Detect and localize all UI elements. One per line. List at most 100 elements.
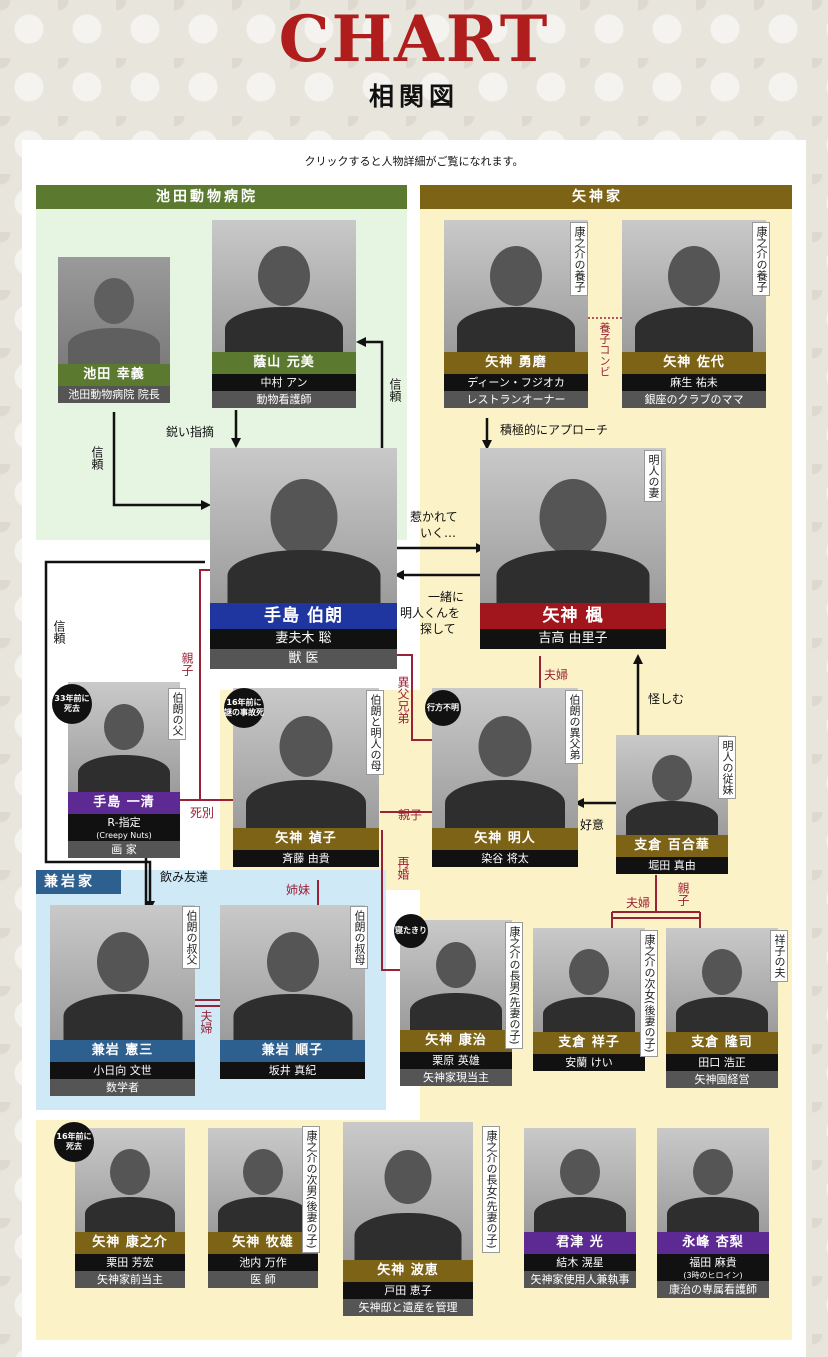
rel-koui: 好意	[580, 818, 605, 832]
region-ikeda-header: 池田動物病院	[36, 185, 407, 209]
person-badge-konosuke: 16年前に死去	[54, 1122, 94, 1162]
person-role: 画 家	[68, 841, 180, 858]
person-card-takashi[interactable]: 支倉 隆司田口 浩正矢神園経営	[666, 928, 778, 1088]
person-role: レストランオーナー	[444, 391, 588, 408]
person-photo	[50, 905, 195, 1040]
person-name: 支倉 百合華	[616, 835, 728, 857]
person-head-silhouette	[96, 932, 149, 992]
rel-hikarete-2: いく…	[420, 526, 457, 540]
person-body-silhouette	[626, 801, 718, 835]
person-body-silhouette	[676, 997, 768, 1032]
rel-oyako-2: 親子	[398, 808, 423, 822]
person-role: 矢神邸と遺産を管理	[343, 1299, 473, 1316]
person-head-silhouette	[94, 278, 134, 324]
person-head-silhouette	[270, 479, 337, 556]
person-card-namie[interactable]: 矢神 波恵戸田 恵子矢神邸と遺産を管理	[343, 1122, 473, 1316]
person-head-silhouette	[569, 949, 609, 995]
person-tag-takashi: 祥子の夫	[770, 930, 788, 982]
person-card-makio[interactable]: 矢神 牧雄池内 万作医 師	[208, 1128, 318, 1288]
rel-saikon: 再婚	[396, 856, 410, 880]
person-body-silhouette	[534, 1197, 626, 1232]
person-card-kenzo[interactable]: 兼岩 憲三小日向 文世数学者	[50, 905, 195, 1096]
person-role: 動物看護師	[212, 391, 356, 408]
person-tag-sayo: 康之介の養子	[752, 222, 770, 296]
rel-oyako-1: 親子	[180, 652, 194, 676]
person-tag-issei: 伯朗の父	[168, 688, 186, 740]
person-card-konosuke[interactable]: 矢神 康之介栗田 芳宏矢神家前当主	[75, 1128, 185, 1288]
person-actor-name: R-指定	[107, 816, 141, 829]
person-card-yurika[interactable]: 支倉 百合華堀田 真由	[616, 735, 728, 874]
person-card-kageyama[interactable]: 蔭山 元美中村 アン動物看護師	[212, 220, 356, 408]
rel-fufu-2: 夫婦	[626, 896, 651, 910]
rel-issho-1: 一緒に	[428, 590, 465, 604]
person-body-silhouette	[85, 1197, 175, 1232]
person-tag-akito: 伯朗の異父弟	[565, 690, 583, 764]
person-body-silhouette	[543, 997, 635, 1032]
rel-ayashimu: 怪しむ	[648, 692, 685, 706]
person-name: 池田 幸義	[58, 364, 170, 386]
rel-fufu-3: 夫婦	[199, 1010, 213, 1034]
person-card-ikeda[interactable]: 池田 幸義池田動物病院 院長	[58, 257, 170, 403]
person-role: 矢神園経営	[666, 1071, 778, 1088]
person-card-hikaru[interactable]: 君津 光結木 滉星矢神家使用人兼執事	[524, 1128, 636, 1288]
person-head-silhouette	[560, 1149, 600, 1195]
page-subtitle: 相関図	[368, 82, 459, 111]
person-name: 矢神 楓	[480, 603, 666, 629]
person-head-silhouette	[104, 704, 144, 750]
person-role: 医 師	[208, 1271, 318, 1288]
rel-ifu: 異父兄弟	[396, 676, 410, 724]
person-tag-kaede: 明人の妻	[644, 450, 662, 502]
person-actor: 坂井 真紀	[220, 1062, 365, 1079]
person-body-silhouette	[496, 550, 650, 603]
click-note: クリックすると人物詳細がご覧になれます。	[304, 155, 524, 168]
person-name: 手島 伯朗	[210, 603, 397, 629]
person-actor-note: (Creepy Nuts)	[96, 831, 152, 840]
person-photo	[524, 1128, 636, 1232]
person-tag-makio: 康之介の次男(後妻の子)	[302, 1126, 320, 1253]
person-head-silhouette	[436, 942, 476, 988]
person-card-sayo[interactable]: 矢神 佐代麻生 祐未銀座のクラブのママ	[622, 220, 766, 408]
person-card-teshima[interactable]: 手島 伯朗妻夫木 聡獣 医	[210, 448, 397, 669]
person-name: 矢神 禎子	[233, 828, 379, 850]
rel-yoshi: 養子コンビ	[598, 322, 611, 377]
person-card-karin[interactable]: 永峰 杏梨福田 麻貴(3時のヒロイン)康治の専属看護師	[657, 1128, 769, 1298]
rel-shibetsu: 死別	[190, 806, 215, 820]
person-tag-yuma: 康之介の養子	[570, 222, 588, 296]
person-card-junko[interactable]: 兼岩 順子坂井 真紀	[220, 905, 365, 1079]
person-card-yuma[interactable]: 矢神 勇磨ディーン・フジオカレストランオーナー	[444, 220, 588, 408]
person-photo	[657, 1128, 769, 1232]
person-photo	[58, 257, 170, 364]
person-actor: 斉藤 由貴	[233, 850, 379, 867]
person-actor-note: (3時のヒロイン)	[683, 1271, 743, 1280]
person-name: 矢神 牧雄	[208, 1232, 318, 1254]
person-body-silhouette	[445, 780, 565, 828]
person-actor: 栗原 英雄	[400, 1052, 512, 1069]
person-card-kaede[interactable]: 矢神 楓吉高 由里子	[480, 448, 666, 649]
person-actor: 中村 アン	[212, 374, 356, 391]
person-photo	[533, 928, 645, 1032]
person-photo	[210, 448, 397, 603]
person-actor: 田口 浩正	[666, 1054, 778, 1071]
person-name: 矢神 康治	[400, 1030, 512, 1052]
person-body-silhouette	[667, 1197, 759, 1232]
person-badge-sachiko: 16年前に謎の事故死	[224, 688, 264, 728]
person-photo	[666, 928, 778, 1032]
person-card-shoko[interactable]: 支倉 祥子安蘭 けい	[533, 928, 645, 1071]
person-head-silhouette	[258, 246, 310, 306]
person-actor: 栗田 芳宏	[75, 1254, 185, 1271]
person-actor: 結木 滉星	[524, 1254, 636, 1271]
person-role: 獣 医	[210, 649, 397, 669]
person-body-silhouette	[218, 1197, 308, 1232]
person-actor: 安蘭 けい	[533, 1054, 645, 1071]
rel-sudoi: 鋭い指摘	[166, 425, 215, 439]
person-actor: 妻夫木 聡	[210, 629, 397, 649]
person-body-silhouette	[68, 328, 160, 364]
person-name: 永峰 杏梨	[657, 1232, 769, 1254]
person-actor: 池内 万作	[208, 1254, 318, 1271]
person-body-silhouette	[233, 994, 352, 1040]
rel-oyako-3: 親子	[676, 882, 690, 906]
person-actor: 染谷 将太	[432, 850, 578, 867]
person-name: 手島 一清	[68, 792, 180, 814]
person-role: 矢神家現当主	[400, 1069, 512, 1086]
